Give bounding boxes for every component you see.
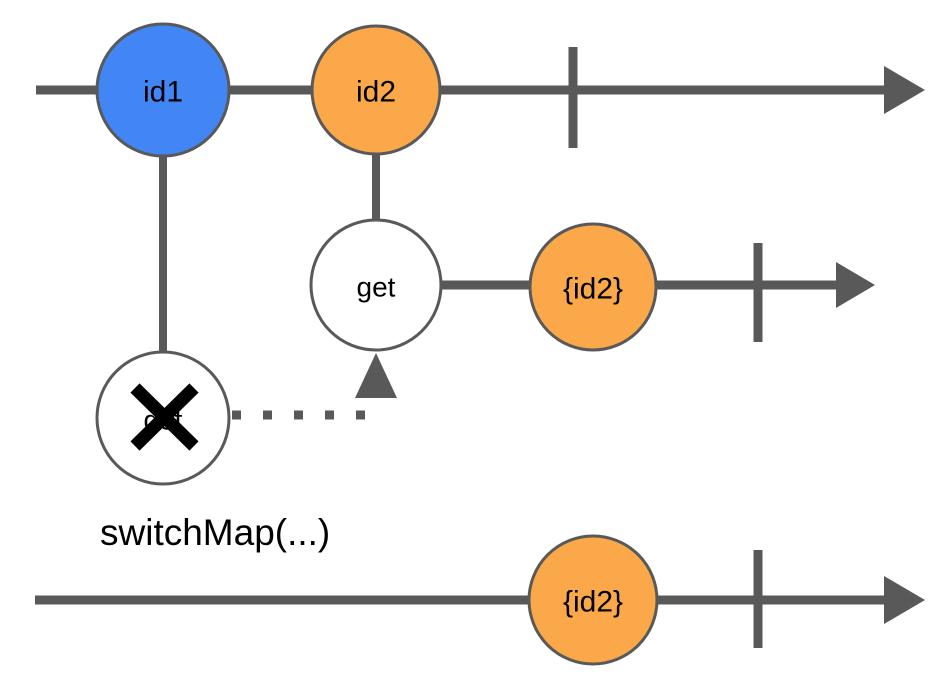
operator-label: switchMap(...)	[100, 512, 330, 553]
output-stream: {id2}	[35, 534, 925, 666]
marble-id1-circle[interactable]	[95, 22, 231, 158]
marble-output-result-circle[interactable]	[527, 534, 659, 666]
marble-id2[interactable]: id2	[310, 24, 442, 156]
marble-id1-label: id1	[143, 76, 183, 109]
marble-id2-circle[interactable]	[310, 24, 442, 156]
marble-inner-result-label: {id2}	[563, 273, 623, 306]
marble-id1[interactable]: id1	[95, 22, 231, 158]
marble-get-active[interactable]: get	[309, 218, 443, 352]
marble-get-cancelled[interactable]: get	[95, 350, 231, 486]
inner-stream-active: get {id2}	[309, 218, 875, 352]
marble-output-result[interactable]: {id2}	[527, 534, 659, 666]
marble-get-active-label: get	[357, 272, 396, 303]
connector-switch-arrow-icon	[355, 353, 397, 398]
marble-id2-label: id2	[356, 76, 396, 109]
cancel-x-icon	[130, 383, 199, 451]
marble-get-active-circle[interactable]	[309, 218, 443, 352]
marble-output-result-label: {id2}	[563, 586, 623, 619]
inner-stream-cancelled: get	[95, 350, 397, 486]
marble-inner-result-circle[interactable]	[528, 222, 658, 352]
source-stream: id1 id2	[36, 22, 925, 355]
marble-inner-result[interactable]: {id2}	[528, 222, 658, 352]
inner-stream-active-arrow-icon	[836, 262, 875, 308]
source-stream-arrow-icon	[884, 66, 925, 114]
output-stream-arrow-icon	[884, 576, 925, 624]
